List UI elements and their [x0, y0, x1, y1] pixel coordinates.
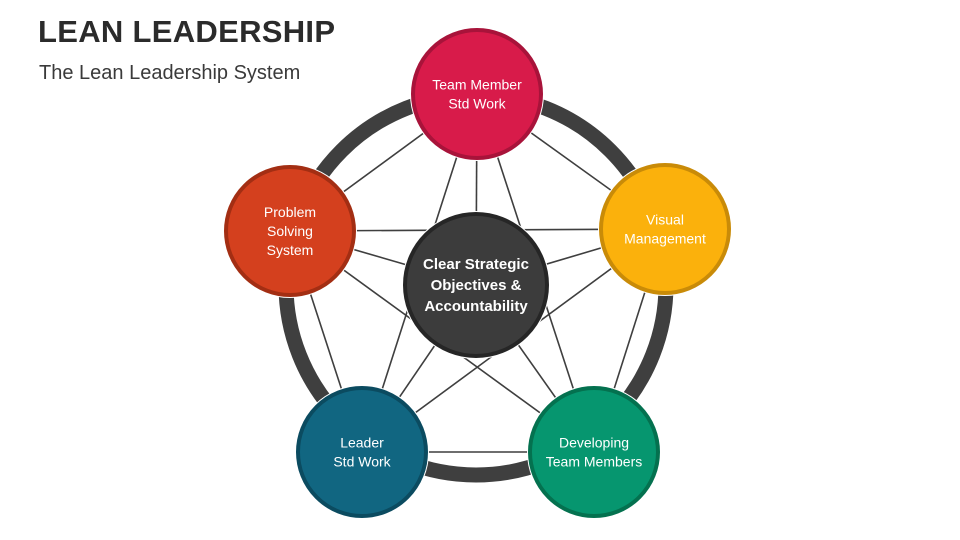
- node-label: Std Work: [448, 96, 506, 112]
- page-subtitle: The Lean Leadership System: [39, 62, 301, 84]
- node-circle: [411, 28, 543, 160]
- node-circle: [224, 165, 356, 297]
- center-circle: [403, 212, 549, 358]
- node-circle: [599, 163, 731, 295]
- node-label: Team Member: [432, 77, 522, 93]
- center-label: Clear Strategic: [423, 256, 529, 273]
- node-label: Developing: [559, 435, 629, 451]
- node-label: Solving: [267, 223, 313, 239]
- center-label: Objectives &: [431, 277, 522, 294]
- node-circle: [528, 386, 660, 518]
- node-circle: [296, 386, 428, 518]
- center-label: Accountability: [424, 298, 528, 315]
- node-label: Visual: [646, 212, 684, 228]
- node-label: Team Members: [546, 454, 642, 470]
- node-label: System: [267, 242, 314, 258]
- node-label: Management: [624, 231, 706, 247]
- node-label: Std Work: [333, 454, 391, 470]
- node-label: Leader: [340, 435, 384, 451]
- node-label: Problem: [264, 204, 316, 220]
- page-title: LEAN LEADERSHIP: [38, 14, 336, 49]
